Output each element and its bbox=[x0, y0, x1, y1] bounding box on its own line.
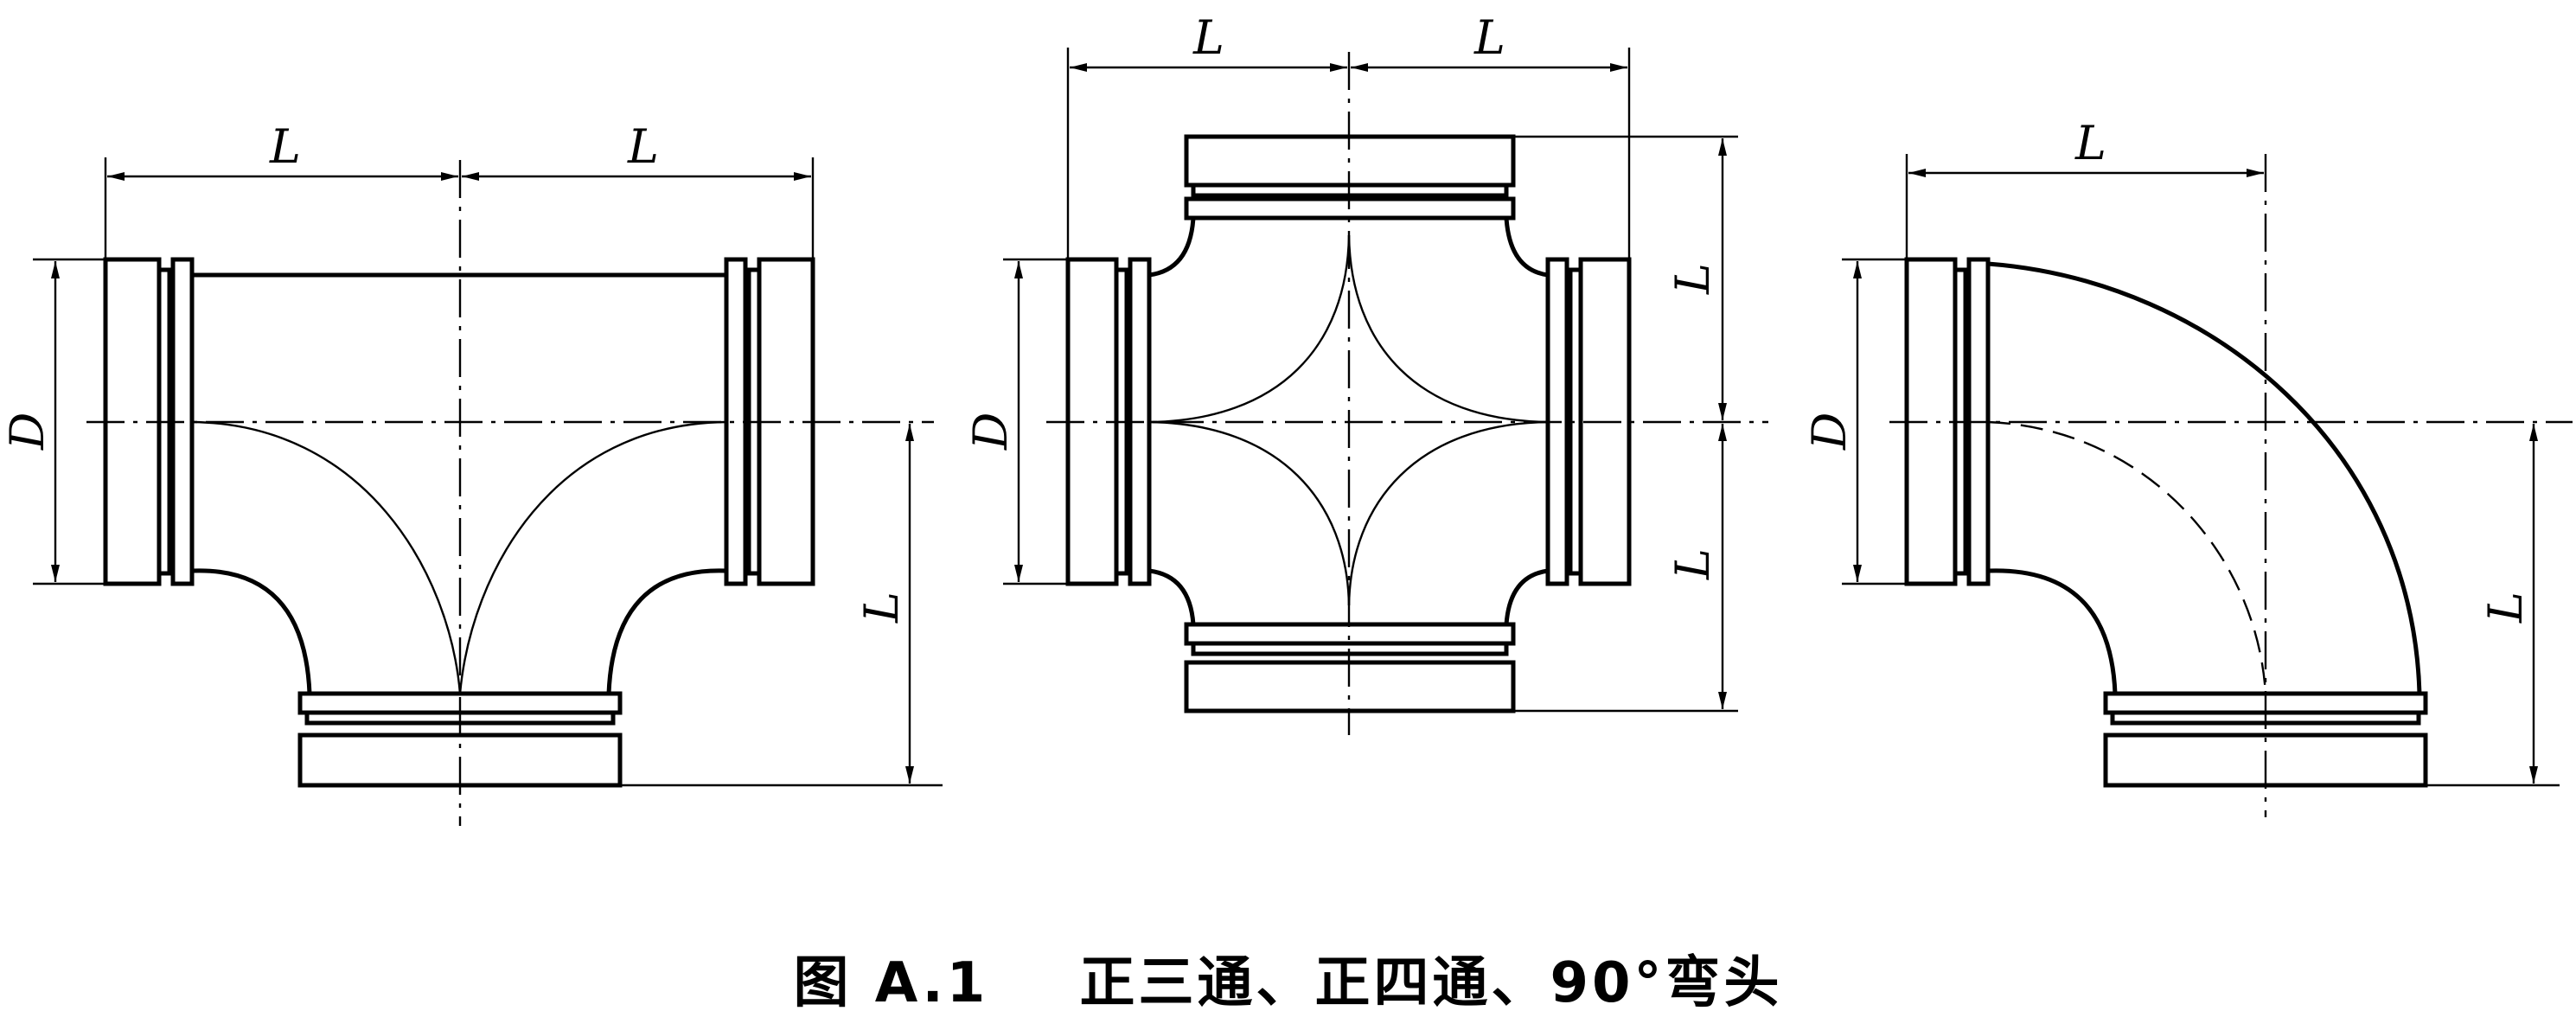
tee-dim-label-left: L bbox=[269, 119, 301, 174]
cross-body bbox=[1148, 217, 1549, 625]
tee-dim-label-right: L bbox=[627, 119, 659, 174]
caption-gap bbox=[988, 951, 1079, 1015]
figure-caption: 图 A.1 正三通、正四通、90°弯头 bbox=[0, 938, 2576, 1018]
cross-dim-label-bottom: L bbox=[1665, 548, 1720, 580]
tee-dim-label-diameter: D bbox=[0, 413, 54, 451]
tee-inner-curve-left bbox=[191, 420, 462, 694]
elbow-dim-label-diameter: D bbox=[1802, 413, 1857, 451]
tee-inner-curve-right bbox=[458, 420, 727, 694]
cross-fitting: L L L L D bbox=[963, 10, 1768, 735]
tee-body bbox=[191, 272, 727, 694]
cross-dim-label-diameter: D bbox=[963, 413, 1018, 451]
cross-dim-label-top: L bbox=[1665, 263, 1720, 295]
cross-dim-label-left: L bbox=[1192, 10, 1224, 65]
tee-fitting: L L D L bbox=[0, 119, 943, 826]
elbow-body bbox=[1987, 261, 2422, 694]
elbow-dim-label-horizontal: L bbox=[2074, 116, 2106, 170]
figure-title: 正三通、正四通、90°弯头 bbox=[1079, 951, 1783, 1015]
elbow-fitting: L D L bbox=[1802, 116, 2573, 817]
figure-number: 图 A.1 bbox=[793, 951, 989, 1015]
elbow-dim-label-vertical: L bbox=[2478, 592, 2533, 624]
cross-inner-curves bbox=[1148, 234, 1549, 606]
cross-dim-label-right: L bbox=[1473, 10, 1505, 65]
tee-dim-label-branch: L bbox=[854, 592, 909, 624]
elbow-inner-curve bbox=[1987, 420, 2267, 694]
